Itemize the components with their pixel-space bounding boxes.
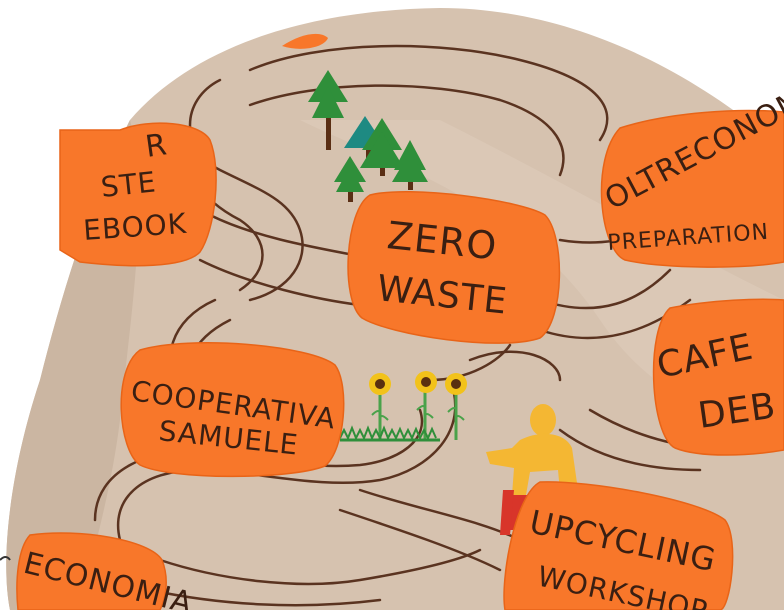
card-upcycling: UPCYCLING WORKSHOP bbox=[503, 481, 734, 610]
sunflowers-icon bbox=[339, 371, 467, 442]
card-cafe: CAFE DEB bbox=[652, 298, 784, 456]
card-top-left-line3: EBOOK bbox=[82, 207, 188, 247]
card-top-left-line2: STE bbox=[99, 165, 158, 204]
edge-mark bbox=[0, 556, 11, 561]
card-top-left-line1: R bbox=[143, 127, 170, 165]
card-top-peek bbox=[282, 33, 328, 49]
card-zero-waste: ZERO WASTE bbox=[347, 191, 561, 344]
pine-trees-icon bbox=[308, 70, 428, 202]
card-cooperativa: COOPERATIVA SAMUELE bbox=[120, 342, 345, 478]
card-top-left: R STE EBOOK bbox=[59, 122, 217, 267]
